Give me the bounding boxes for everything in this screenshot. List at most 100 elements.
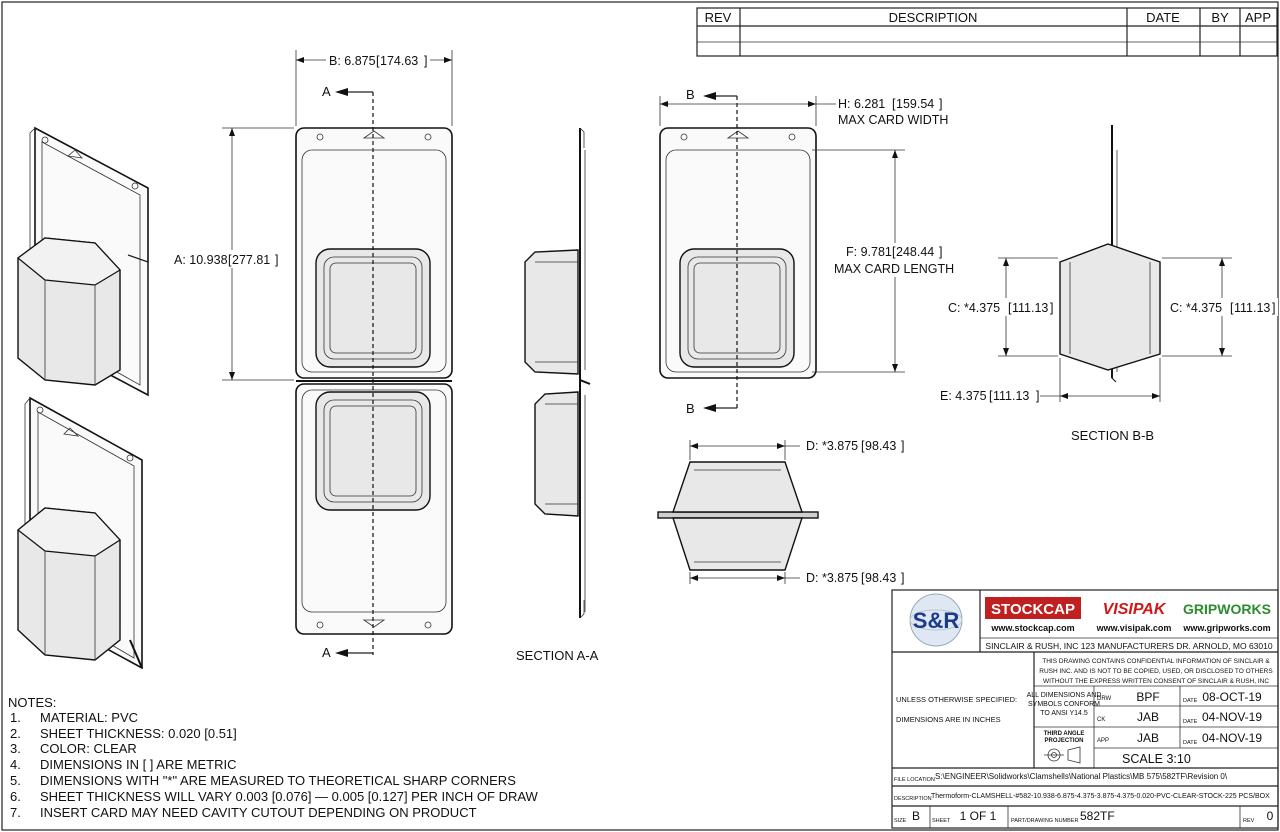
signoff-date-label: DATE <box>1183 698 1198 704</box>
note-text: MATERIAL: PVC <box>40 710 138 725</box>
svg-text:[: [ <box>1008 301 1012 315</box>
note-number: 2. <box>10 726 21 741</box>
svg-text:[: [ <box>1230 301 1234 315</box>
notes: NOTES: 1. MATERIAL: PVC 2. SHEET THICKNE… <box>8 695 539 820</box>
dim-b-metric-close: ] <box>424 54 427 68</box>
dim-e-metric: 111.13 <box>993 389 1029 403</box>
dim-f-note: MAX CARD LENGTH <box>834 262 954 276</box>
by-header: BY <box>1211 10 1229 25</box>
signoff-role: CK <box>1097 717 1105 723</box>
sheet-value: 1 OF 1 <box>960 809 997 823</box>
note-text: SHEET THICKNESS WILL VARY 0.003 [0.076] … <box>40 789 539 804</box>
note-number: 3. <box>10 741 21 756</box>
note-number: 4. <box>10 757 21 772</box>
section-aa-cavity-top <box>524 249 579 375</box>
signoff-role: APP <box>1097 738 1109 744</box>
dim-c-right-metric: 111.13 <box>1234 301 1270 315</box>
note-text: DIMENSIONS IN [ ] ARE METRIC <box>40 757 236 772</box>
ansi-standard: ALL DIMENSIONS AND <box>1027 692 1102 699</box>
svg-text:]: ] <box>1036 389 1039 403</box>
note-text: DIMENSIONS WITH "*" ARE MEASURED TO THEO… <box>40 773 516 788</box>
file-location: S:\ENGINEER\Solidworks\Clamshells\Nation… <box>935 772 1228 781</box>
dim-h-value: H: 6.281 <box>838 97 885 111</box>
signoff-date-label: DATE <box>1183 719 1198 725</box>
svg-text:]: ] <box>275 253 278 267</box>
title-block: S&R STOCKCAP www.stockcap.com VISIPAK ww… <box>891 589 1279 829</box>
section-bb-view: C: *4.375 [ 111.13 ] C: *4.375 [ 111.13 … <box>940 125 1278 443</box>
signoff-date: 04-NOV-19 <box>1202 710 1262 724</box>
file-location-label: FILE LOCATION <box>894 777 935 783</box>
dim-e-value: E: 4.375 <box>940 389 987 403</box>
signoff-date-label: DATE <box>1183 740 1198 746</box>
dim-f-value: F: 9.781 <box>846 245 892 259</box>
ansi-standard: SYMBOLS CONFORM <box>1028 701 1100 708</box>
dim-d-top-metric: 98.43 <box>865 439 896 453</box>
rev-value: 0 <box>1267 809 1274 823</box>
side-view-upper-cavity <box>672 461 803 513</box>
signoff-role: DRW <box>1097 696 1112 702</box>
visipak-url: www.visipak.com <box>1096 623 1172 633</box>
svg-text:[: [ <box>861 571 865 585</box>
svg-text:]: ] <box>1050 301 1053 315</box>
company-address: SINCLAIR & RUSH, INC 123 MANUFACTURERS D… <box>985 641 1272 651</box>
dim-h-metric: 159.54 <box>896 97 934 111</box>
sheet-label: SHEET <box>932 818 951 824</box>
note-number: 5. <box>10 773 21 788</box>
signoff-date: 08-OCT-19 <box>1202 690 1262 704</box>
front-view: A A <box>295 84 453 660</box>
section-mark-a-bottom: A <box>322 645 331 660</box>
dim-a-metric: 277.81 <box>232 253 270 267</box>
note-text: INSERT CARD MAY NEED CAVITY CUTOUT DEPEN… <box>40 805 477 820</box>
note-text: COLOR: CLEAR <box>40 741 137 756</box>
signoff-name: JAB <box>1137 731 1159 745</box>
third-angle-projection-icon <box>1044 746 1081 764</box>
revision-table: REV DESCRIPTION DATE BY APP <box>696 7 1278 57</box>
dim-d-top-value: D: *3.875 <box>806 439 858 453</box>
projection-label: THIRD ANGLE <box>1044 731 1085 737</box>
section-mark-b-bottom: B <box>686 401 695 416</box>
note-number: 1. <box>10 710 21 725</box>
section-bb-cavity <box>1059 243 1161 371</box>
confidential-line: WITHOUT THE EXPRESS WRITTEN CONSENT OF S… <box>1043 678 1269 685</box>
part-number-label: PART/DRAWING NUMBER <box>1011 818 1078 824</box>
dim-f: F: 9.781 [ 248.44 ] MAX CARD LENGTH <box>812 149 958 373</box>
dim-b-metric-open: [ <box>376 54 380 68</box>
stockcap-logo <box>985 597 1081 619</box>
svg-text:]: ] <box>901 439 904 453</box>
section-aa-view: SECTION A-A <box>516 127 599 663</box>
sr-logo-text: S&R <box>913 608 960 633</box>
section-mark-a-top: A <box>322 84 331 99</box>
section-aa-label: SECTION A-A <box>516 648 599 663</box>
signoff-name: BPF <box>1136 690 1159 704</box>
card-view: B B <box>659 87 817 416</box>
dim-b-value: B: 6.875 <box>329 54 376 68</box>
dim-d-bottom-value: D: *3.875 <box>806 571 858 585</box>
dim-c-right-value: C: *4.375 <box>1170 301 1222 315</box>
dim-f-metric: 248.44 <box>896 245 934 259</box>
svg-text:[: [ <box>861 439 865 453</box>
app-header: APP <box>1245 10 1271 25</box>
confidential-line: THIS DRAWING CONTAINS CONFIDENTIAL INFOR… <box>1042 658 1270 665</box>
part-number: 582TF <box>1080 809 1115 823</box>
dim-b: B: 6.875 [ 174.63 ] <box>295 50 453 126</box>
rev-label: REV <box>1243 818 1255 824</box>
visipak-logo: VISIPAK <box>1103 601 1167 618</box>
note-text: SHEET THICKNESS: 0.020 [0.51] <box>40 726 237 741</box>
dim-a-value: A: 10.938 <box>174 253 228 267</box>
svg-text:]: ] <box>939 97 942 111</box>
svg-text:]: ] <box>901 571 904 585</box>
svg-text:[: [ <box>989 389 993 403</box>
svg-text:[: [ <box>228 253 232 267</box>
size-value: B <box>912 809 920 823</box>
note-number: 7. <box>10 805 21 820</box>
date-header: DATE <box>1146 10 1180 25</box>
projection-label: PROJECTION <box>1044 738 1083 744</box>
note-number: 6. <box>10 789 21 804</box>
svg-text:[: [ <box>892 245 896 259</box>
scale: SCALE 3:10 <box>1122 752 1191 766</box>
stockcap-url: www.stockcap.com <box>990 623 1074 633</box>
svg-text:]: ] <box>939 245 942 259</box>
signoff-date: 04-NOV-19 <box>1202 731 1262 745</box>
dim-c-left-metric: 111.13 <box>1012 301 1048 315</box>
